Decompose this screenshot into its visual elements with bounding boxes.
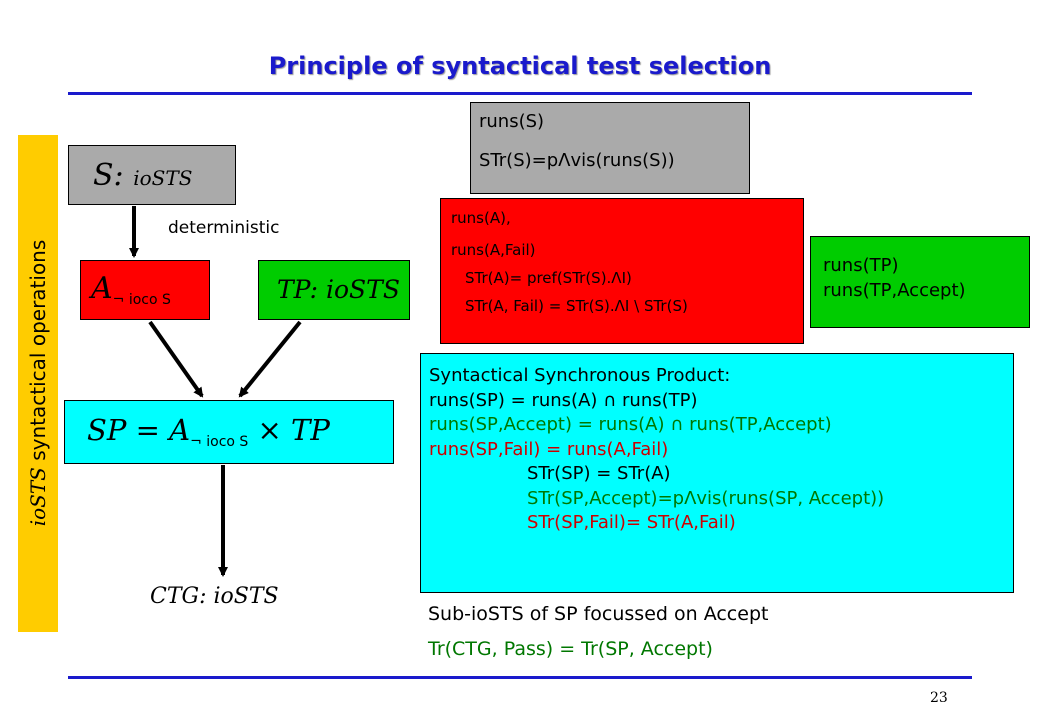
grey-line-1: runs(S) bbox=[479, 111, 545, 132]
slide-title: Principle of syntactical test selection bbox=[268, 52, 772, 80]
deterministic-label: deterministic bbox=[168, 218, 280, 238]
page-number: 23 bbox=[930, 690, 948, 706]
red-line-1: runs(A), bbox=[451, 209, 511, 227]
cyan-line-7: STr(SP,Fail)= STr(A,Fail) bbox=[527, 512, 736, 533]
green-line-1: runs(TP) bbox=[823, 255, 899, 276]
box-runs-a: runs(A), runs(A,Fail) STr(A)= pref(STr(S… bbox=[440, 198, 804, 344]
red-line-2: runs(A,Fail) bbox=[451, 241, 536, 259]
box-synchronous-product: Syntactical Synchronous Product: runs(SP… bbox=[420, 353, 1014, 593]
box-tp: TP: ioSTS bbox=[258, 260, 410, 320]
arrow-a-to-sp bbox=[148, 320, 204, 398]
top-rule bbox=[68, 92, 972, 95]
sidebar-label: ioSTS syntactical operations bbox=[26, 239, 50, 527]
arrow-tp-to-sp bbox=[238, 320, 302, 398]
box-sp-label: SP = A¬ ioco S × TP bbox=[87, 413, 330, 450]
grey-line-2: STr(S)=pΛvis(runs(S)) bbox=[479, 150, 675, 171]
bottom-rule bbox=[68, 676, 972, 679]
box-s: S: ioSTS bbox=[68, 145, 236, 205]
box-a: A¬ ioco S bbox=[80, 260, 210, 320]
box-a-label: A¬ ioco S bbox=[91, 271, 171, 308]
red-line-4: STr(A, Fail) = STr(S).ΛI \ STr(S) bbox=[465, 297, 688, 315]
sidebar-bar bbox=[18, 135, 58, 632]
bottom-line-1: Sub-ioSTS of SP focussed on Accept bbox=[428, 603, 769, 625]
box-runs-s: runs(S) STr(S)=pΛvis(runs(S)) bbox=[470, 102, 750, 194]
cyan-line-3: runs(SP,Accept) = runs(A) ∩ runs(TP,Acce… bbox=[429, 414, 832, 435]
cyan-line-2: runs(SP) = runs(A) ∩ runs(TP) bbox=[429, 389, 698, 411]
bottom-line-2: Tr(CTG, Pass) = Tr(SP, Accept) bbox=[428, 638, 713, 660]
box-tp-label: TP: ioSTS bbox=[277, 275, 400, 304]
ctg-label: CTG: ioSTS bbox=[150, 584, 279, 609]
cyan-line-4: runs(SP,Fail) = runs(A,Fail) bbox=[429, 438, 669, 460]
green-line-2: runs(TP,Accept) bbox=[823, 280, 966, 301]
box-sp: SP = A¬ ioco S × TP bbox=[64, 400, 394, 464]
cyan-line-1: Syntactical Synchronous Product: bbox=[429, 365, 731, 386]
red-line-3: STr(A)= pref(STr(S).ΛI) bbox=[465, 269, 632, 287]
box-runs-tp: runs(TP) runs(TP,Accept) bbox=[810, 236, 1030, 328]
cyan-line-5: STr(SP) = STr(A) bbox=[527, 463, 671, 484]
box-s-label: S: ioSTS bbox=[93, 158, 193, 193]
cyan-line-6: STr(SP,Accept)=pΛvis(runs(SP, Accept)) bbox=[527, 487, 885, 509]
